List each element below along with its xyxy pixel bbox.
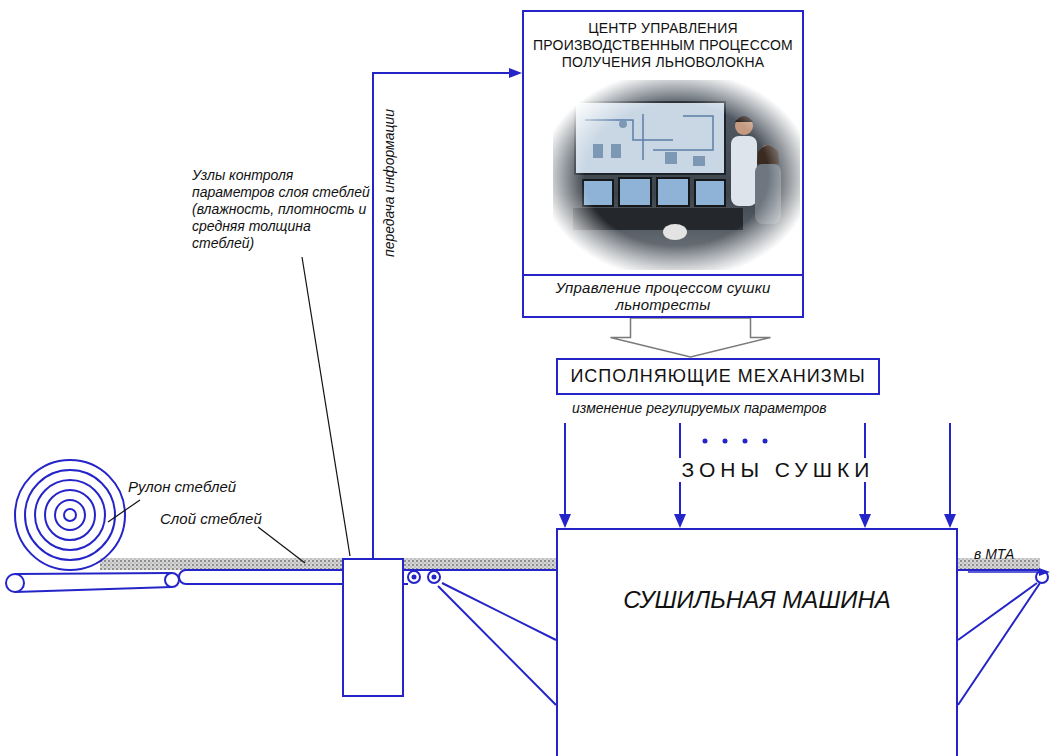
control-hollow-arrow	[611, 318, 771, 357]
actuator-arrows	[559, 423, 956, 528]
mta-label: в МТА	[974, 546, 1014, 562]
stem-roll	[15, 460, 125, 570]
drying-machine-box: СУШИЛЬНАЯ МАШИНА	[556, 528, 958, 756]
edge-label: передача информации	[381, 107, 397, 259]
machine-text: СУШИЛЬНАЯ МАШИНА	[558, 586, 956, 614]
mechanisms-text: ИСПОЛНЯЮЩИЕ МЕХАНИЗМЫ	[570, 366, 865, 387]
mta-arrow	[968, 568, 1050, 576]
control-band: Управление процессом сушки льнотресты	[524, 274, 802, 316]
ellipsis-dots	[703, 439, 768, 444]
mechanisms-box: ИСПОЛНЯЮЩИЕ МЕХАНИЗМЫ	[556, 358, 880, 395]
parameters-label: изменение регулируемых параметров	[572, 400, 827, 416]
leader-lines	[108, 257, 350, 563]
zones-label: ЗОНЫ СУШКИ	[678, 458, 879, 482]
band-text: Управление процессом сушки льнотресты	[524, 276, 802, 316]
control-room-photo	[553, 80, 800, 270]
control-center-box: ЦЕНТР УПРАВЛЕНИЯ ПРОИЗВОДСТВЕННЫМ ПРОЦЕС…	[522, 10, 804, 318]
sensor-callout: Узлы контроля параметров слоя стеблей (в…	[192, 167, 372, 252]
layer-label: Слой стеблей	[160, 510, 262, 527]
sensor-box: Узлы контроля параметров слоя стеблей (в…	[342, 558, 404, 697]
roll-label: Рулон стеблей	[128, 478, 236, 495]
info-transfer-arrow	[373, 68, 522, 558]
center-title: ЦЕНТР УПРАВЛЕНИЯ ПРОИЗВОДСТВЕННЫМ ПРОЦЕС…	[524, 12, 802, 71]
